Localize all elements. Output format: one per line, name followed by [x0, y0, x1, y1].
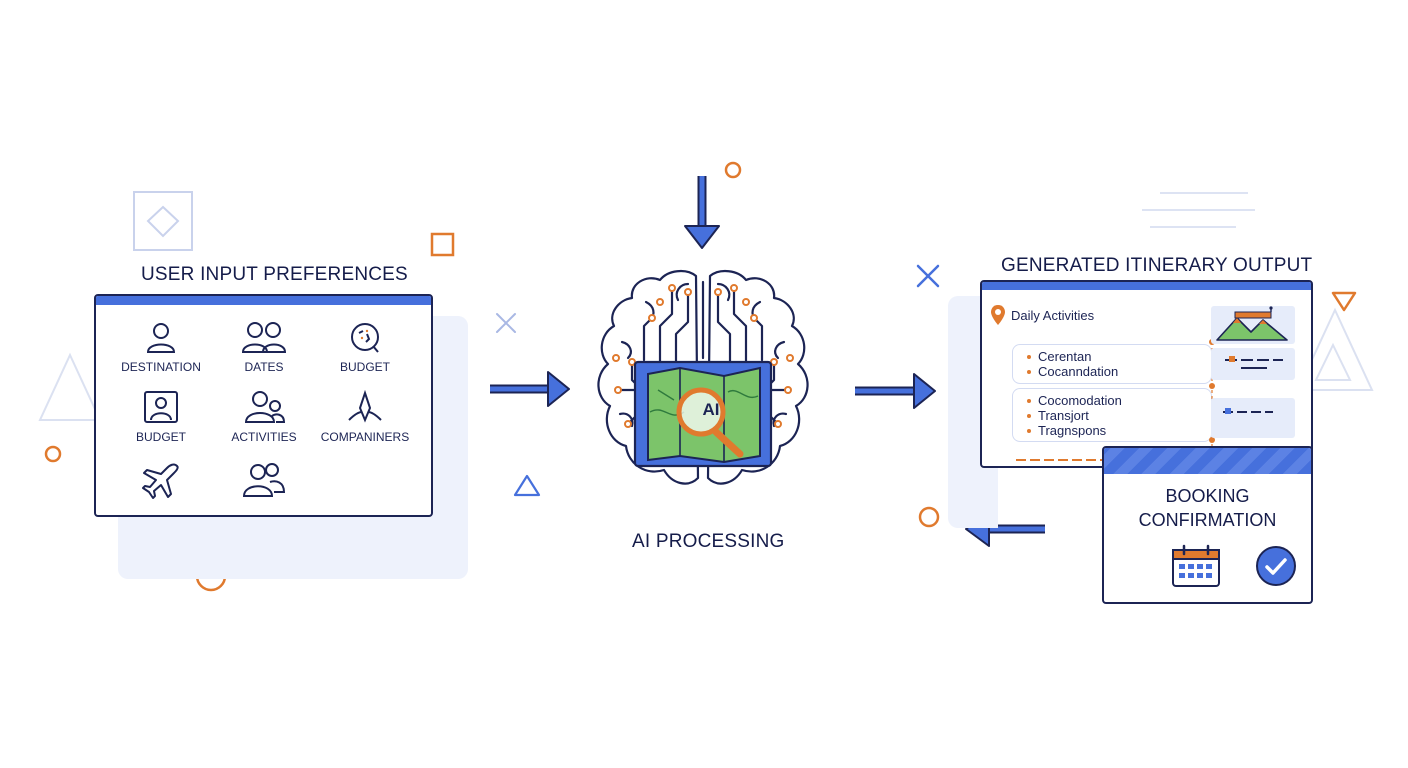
panel-header-bar: [982, 282, 1311, 290]
output-panel-title: GENERATED ITINERARY OUTPUT: [1001, 255, 1313, 276]
pref-destination[interactable]: DESTINATION: [106, 320, 216, 374]
orange-triangle-deco: [1331, 291, 1357, 312]
itinerary-panel: Daily Activities Cerentan Cocanndation C…: [980, 280, 1313, 468]
group-icon: [244, 391, 286, 423]
activity-group[interactable]: Cerentan Cocanndation: [1012, 344, 1212, 384]
user-icon: [146, 323, 176, 353]
activity-item: Transjort: [1038, 408, 1089, 423]
panel-header-bar: [96, 296, 431, 305]
faded-triangle-left: [38, 352, 102, 421]
light-x-deco: [496, 313, 516, 333]
pref-budget[interactable]: BUDGET: [310, 320, 420, 374]
compass-icon: [348, 390, 382, 423]
ai-brain-icon: [597, 270, 809, 485]
location-pin-icon: [991, 305, 1005, 325]
magnifier-icon: [676, 387, 744, 458]
pref-label: DATES: [244, 360, 284, 374]
check-circle-icon: [1256, 546, 1296, 586]
pref-label: BUDGET: [135, 430, 186, 444]
activity-item: Cerentan: [1038, 349, 1092, 364]
daily-activities-heading: Daily Activities: [1011, 308, 1095, 323]
pref-label: DESTINATION: [121, 360, 201, 374]
input-panel-title: USER INPUT PREFERENCES: [141, 264, 408, 285]
portrait-icon: [144, 391, 178, 423]
activity-group[interactable]: Cocomodation Transjort Tragnspons: [1012, 388, 1212, 442]
input-preferences-panel: DESTINATION DATES BUDGET BUDGET ACTIVITI…: [94, 294, 433, 517]
faded-lines-top-right: [1142, 192, 1255, 228]
mountain-icon: [1216, 306, 1288, 341]
pref-companions[interactable]: COMPANINERS: [310, 390, 420, 444]
pref-label: BUDGET: [339, 360, 390, 374]
companions-icon: [242, 463, 286, 497]
orange-square-deco: [430, 232, 455, 257]
info-chip: [1211, 348, 1295, 380]
activity-item: Cocomodation: [1038, 393, 1122, 408]
orange-circle-deco: [724, 161, 742, 179]
pref-dates[interactable]: DATES: [209, 320, 319, 374]
airplane-icon: [142, 463, 179, 499]
people-icon: [241, 322, 287, 353]
ai-processing-label: AI PROCESSING: [632, 531, 785, 552]
pref-label: ACTIVITIES: [231, 430, 297, 444]
booking-title-line2: CONFIRMATION: [1138, 510, 1277, 530]
booking-title-line1: BOOKING: [1165, 486, 1250, 506]
panel-header-bar: [1104, 448, 1311, 474]
orange-circle-deco: [918, 506, 940, 528]
pref-label: COMPANINERS: [320, 430, 410, 444]
booking-confirmation-card[interactable]: BOOKING CONFIRMATION: [1102, 446, 1313, 604]
pref-budget-2[interactable]: BUDGET: [106, 390, 216, 444]
ai-badge: AI: [702, 400, 720, 419]
orange-circle-deco: [44, 445, 62, 463]
info-chip: [1211, 398, 1295, 438]
activity-item: Tragnspons: [1038, 423, 1107, 438]
pref-travel[interactable]: [106, 460, 216, 500]
calendar-icon: [1172, 544, 1220, 587]
faded-diamond-icon: [133, 191, 193, 251]
pref-companions-2[interactable]: [209, 460, 319, 498]
pref-activities[interactable]: ACTIVITIES: [209, 390, 319, 444]
blue-triangle-deco: [513, 474, 541, 497]
faded-triangle-right: [1296, 307, 1374, 391]
activity-item: Cocanndation: [1038, 364, 1119, 379]
blue-x-deco: [916, 264, 940, 288]
money-bag-icon: [351, 323, 379, 353]
mountain-thumbnail: [1211, 306, 1295, 344]
